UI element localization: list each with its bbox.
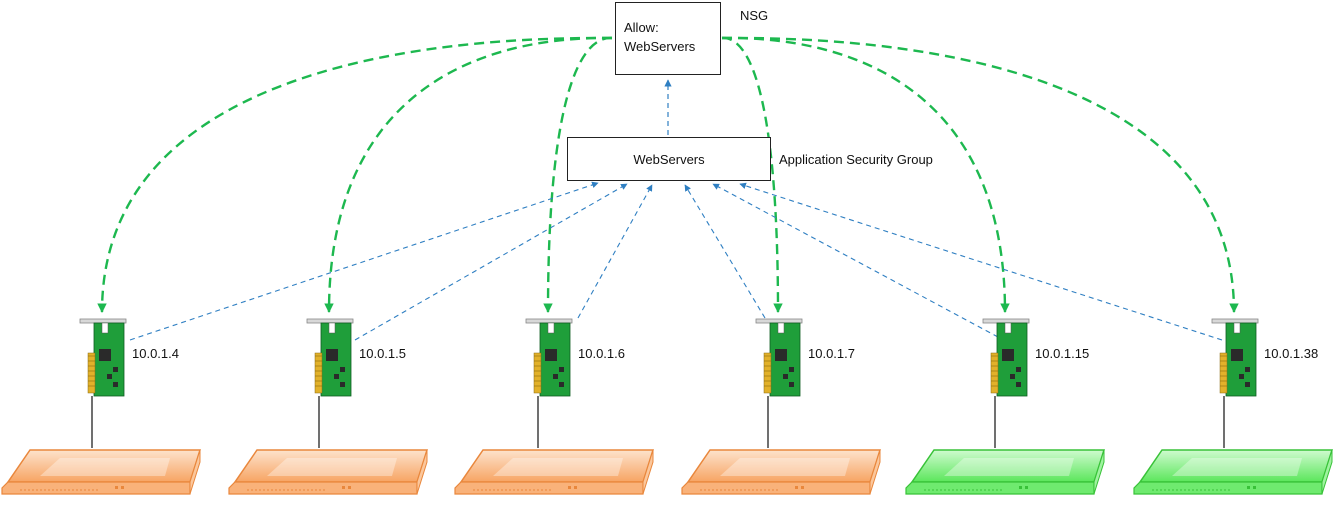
asg-link-2	[354, 183, 628, 341]
asg-link-4	[684, 184, 766, 319]
network-card-icon	[982, 318, 1030, 397]
asg-link-3	[577, 184, 653, 319]
asg-link-1	[129, 181, 599, 341]
server-icon	[228, 449, 429, 495]
nsg-label: NSG	[740, 8, 769, 23]
nsg-rule-box: Allow: WebServers	[615, 2, 721, 75]
server-ip-label: 10.0.1.5	[359, 346, 406, 361]
server-icon	[905, 449, 1106, 495]
asg-link-6	[739, 182, 1223, 341]
nsg-links	[97, 36, 1239, 313]
asg-label: Application Security Group	[779, 152, 933, 167]
server-ip-label: 10.0.1.38	[1264, 346, 1318, 361]
nsg-link-4	[721, 36, 783, 313]
nsg-link-5	[721, 36, 1010, 313]
servers-layer: 10.0.1.4 10.0.1.5 10.0.1.6 10.0.1.7 10.0.1.1…	[1, 318, 1334, 495]
nsg-link-2	[324, 36, 613, 313]
network-card-icon	[79, 318, 127, 397]
network-card-icon	[755, 318, 803, 397]
asg-links	[129, 181, 1223, 341]
network-card-icon	[306, 318, 354, 397]
server-icon	[454, 449, 655, 495]
server-ip-label: 10.0.1.6	[578, 346, 625, 361]
server-ip-label: 10.0.1.15	[1035, 346, 1089, 361]
server-ip-label: 10.0.1.7	[808, 346, 855, 361]
nsg-link-6	[721, 36, 1239, 313]
server-icon	[681, 449, 882, 495]
server-icon	[1, 449, 202, 495]
network-card-icon	[1211, 318, 1259, 397]
network-card-icon	[525, 318, 573, 397]
asg-link-5	[712, 183, 999, 338]
server-ip-label: 10.0.1.4	[132, 346, 179, 361]
nsg-rule-action: Allow:	[624, 20, 659, 35]
nsg-rule-target: WebServers	[624, 39, 696, 54]
server-icon	[1133, 449, 1334, 495]
asg-box: WebServers	[567, 137, 771, 181]
nsg-link-1	[97, 36, 613, 313]
